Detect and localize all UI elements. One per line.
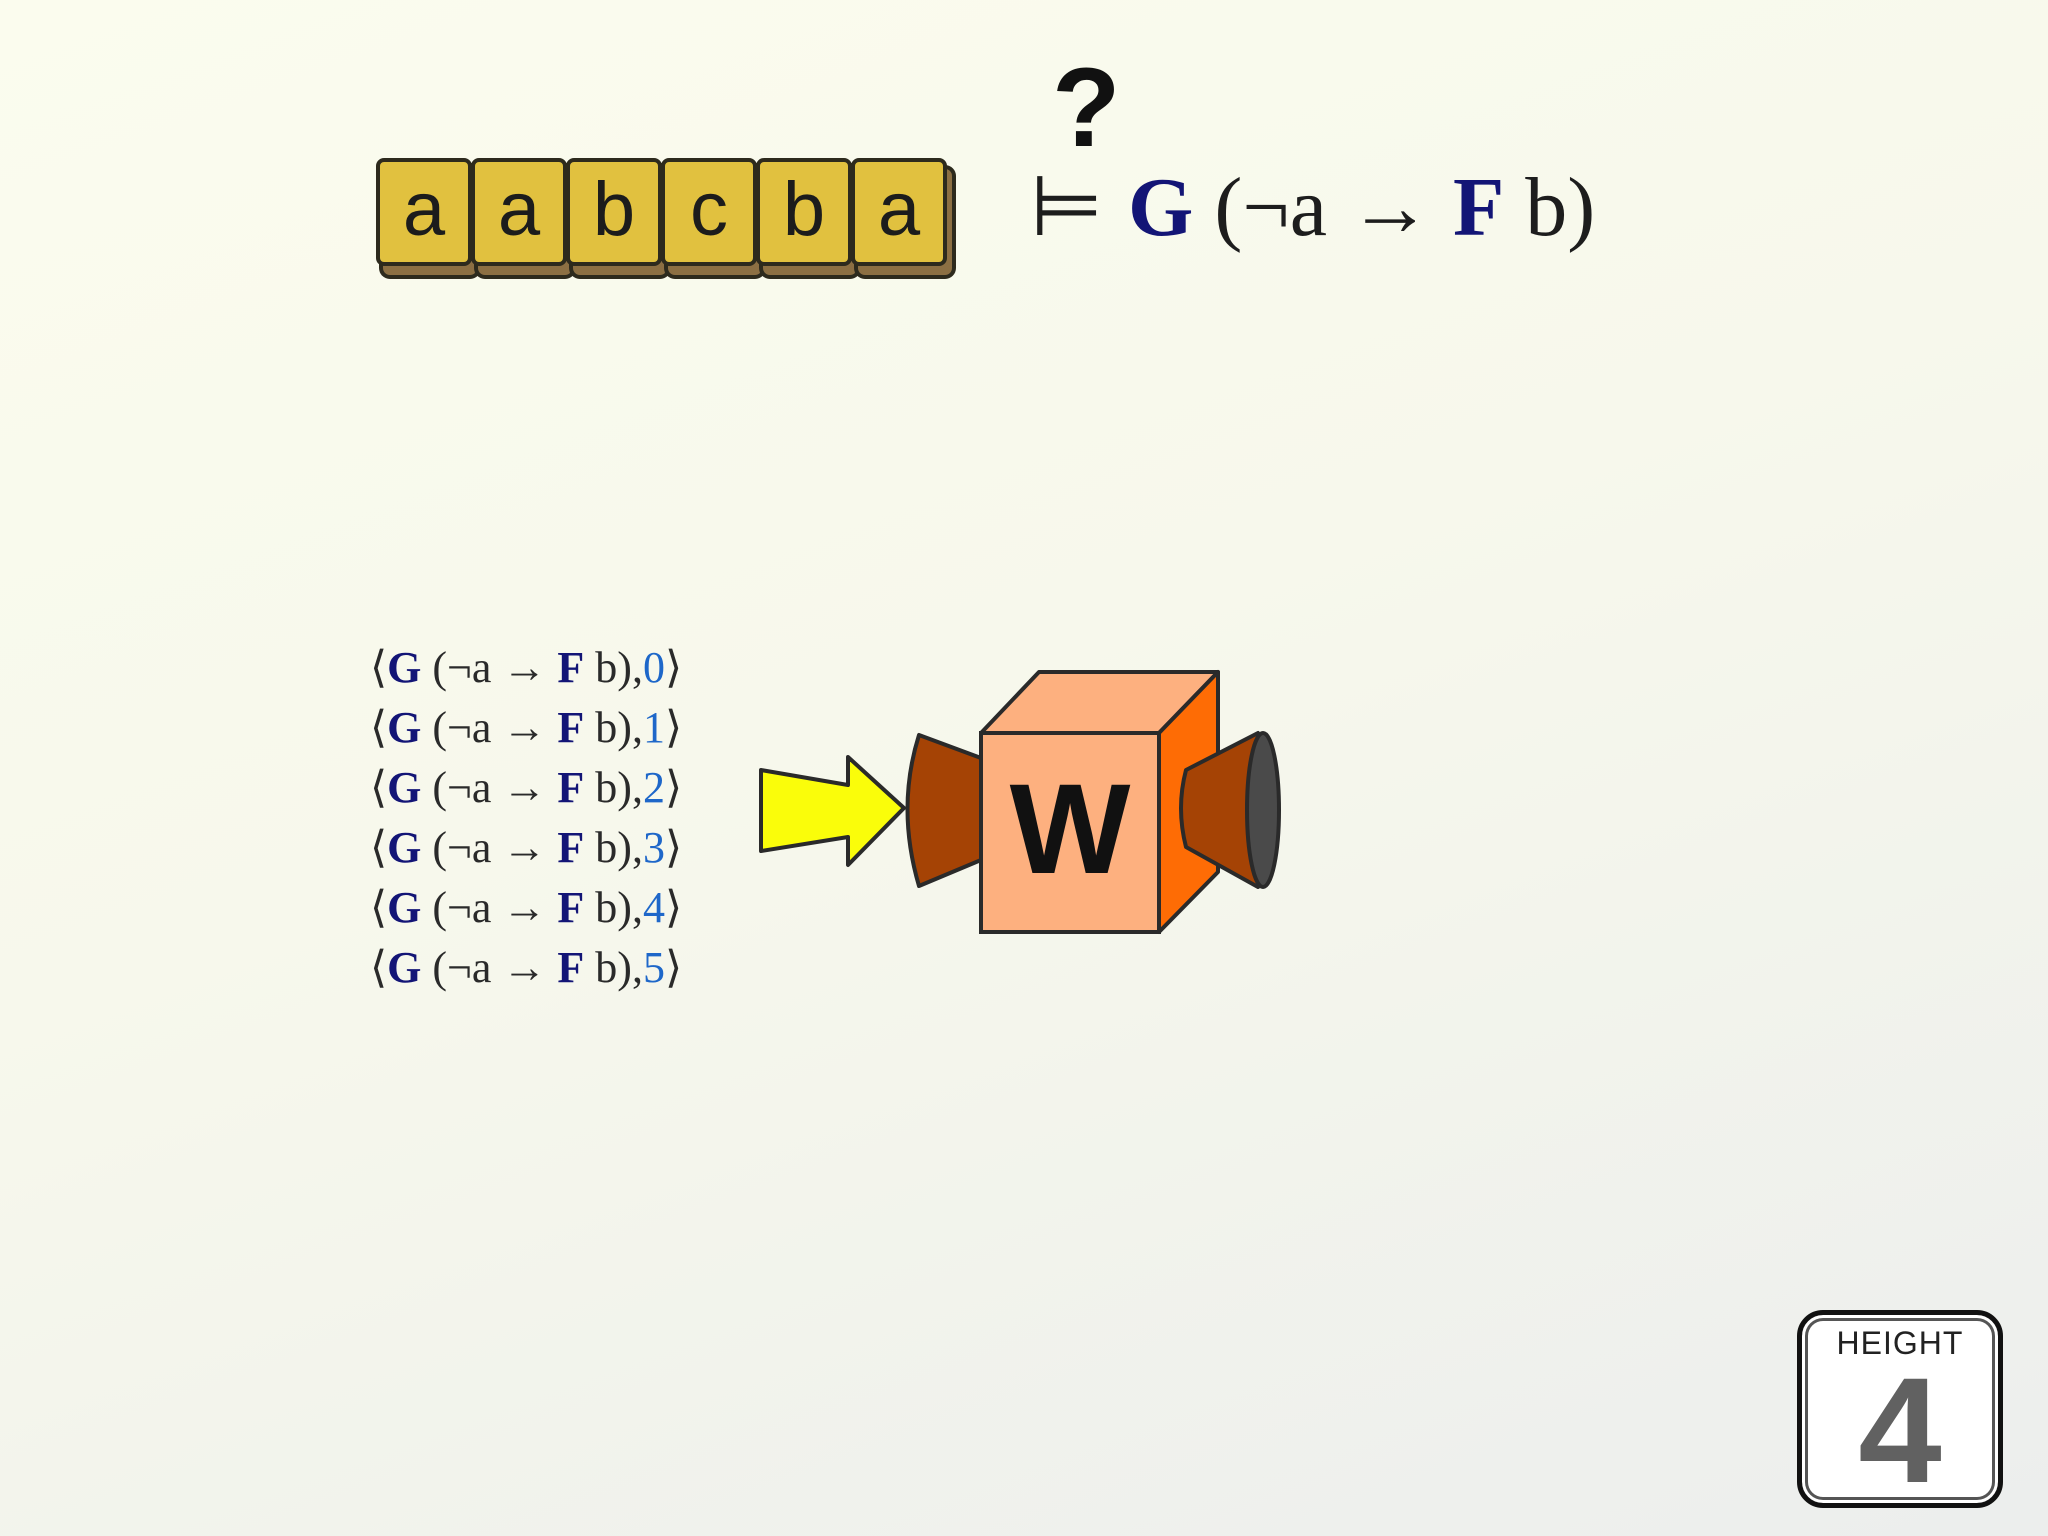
height-badge: HEIGHT 4 — [1797, 1310, 2003, 1508]
position-index: 2 — [642, 763, 665, 812]
cube-front — [979, 731, 1161, 934]
letter-tile: a — [471, 158, 567, 266]
position-index: 0 — [642, 643, 665, 692]
globally-operator: G — [1128, 161, 1194, 254]
position-index: 5 — [642, 943, 665, 992]
position-index: 4 — [642, 883, 665, 932]
output-funnel-icon — [1179, 731, 1260, 889]
formula-position-pair: ⟨G (¬a → F b),5⟩ — [370, 943, 683, 992]
formula-position-list: ⟨G (¬a → F b),0⟩ ⟨G (¬a → F b),1⟩ ⟨G (¬a… — [370, 638, 682, 998]
input-arrow-icon — [759, 755, 906, 867]
query-formula: G (¬a → F b) — [1128, 161, 1596, 254]
formula-position-pair: ⟨G (¬a → F b),2⟩ — [370, 763, 683, 812]
position-index: 3 — [642, 823, 665, 872]
formula-position-pair: ⟨G (¬a → F b),0⟩ — [370, 643, 683, 692]
letter-tile: a — [851, 158, 947, 266]
formula-position-pair: ⟨G (¬a → F b),3⟩ — [370, 823, 683, 872]
formula-position-pair: ⟨G (¬a → F b),4⟩ — [370, 883, 683, 932]
question-mark: ? — [1052, 45, 1121, 170]
w-machine: W — [759, 670, 1281, 934]
machine-label: W — [1010, 758, 1131, 901]
position-index: 1 — [642, 703, 665, 752]
input-funnel-icon — [905, 733, 983, 888]
output-opening-icon — [1245, 731, 1281, 889]
badge-value: 4 — [1858, 1346, 1942, 1514]
letter-tile: c — [661, 158, 757, 266]
badge-label: HEIGHT — [1836, 1325, 1964, 1361]
letter-tile: a — [376, 158, 472, 266]
finally-operator: F — [1452, 161, 1505, 254]
formula-position-pair: ⟨G (¬a → F b),1⟩ — [370, 703, 683, 752]
letter-tile: b — [756, 158, 852, 266]
letter-tile: b — [566, 158, 662, 266]
models-symbol: ⊨ — [1030, 161, 1104, 254]
